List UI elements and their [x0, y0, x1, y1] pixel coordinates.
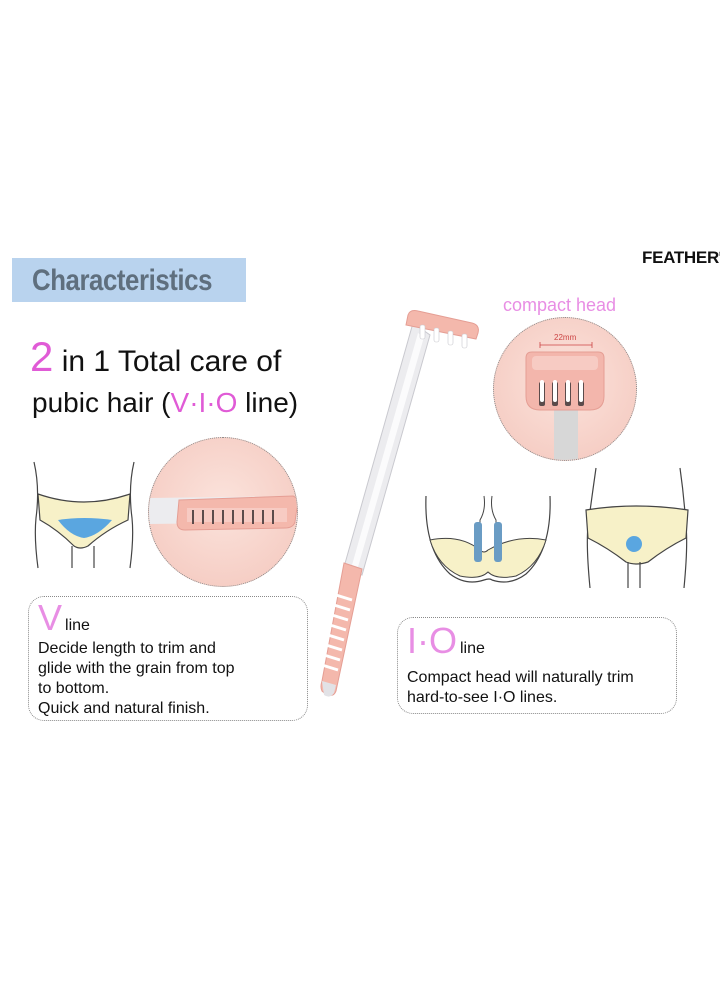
headline-line2: pubic hair (V·I·O line): [32, 387, 298, 419]
compact-head-zoom-circle: 22mm: [493, 317, 637, 461]
headline-rest: Total care of: [110, 345, 282, 378]
trimmer-tool-illustration: [320, 310, 479, 697]
v-line-text-1: Decide length to trim and: [38, 640, 216, 657]
headline-line2-end: line): [237, 387, 299, 418]
i-line-body-diagram: [425, 495, 551, 583]
headline-number: 2: [30, 333, 54, 380]
v-line-text-4: Quick and natural finish.: [38, 700, 210, 717]
section-title: Characteristics: [32, 264, 212, 297]
brand-logo: FEATHER®: [642, 248, 720, 268]
v-line-letter: V: [38, 597, 63, 638]
headline-vio: V·I·O: [170, 387, 238, 418]
headline-line2-start: pubic hair (: [32, 387, 171, 418]
v-line-zoom-circle: [148, 437, 298, 587]
v-line-text-2: glide with the grain from top: [38, 660, 235, 677]
o-line-body-diagram: [585, 467, 689, 589]
io-line-suffix: line: [460, 640, 485, 657]
v-line-text-3: to bottom.: [38, 680, 110, 697]
io-line-description: Compact head will naturally trim hard-to…: [407, 668, 673, 708]
headline-one: 1: [93, 345, 111, 378]
headline-in: in: [53, 345, 94, 378]
brand-name: FEATHER: [642, 248, 719, 267]
io-line-letter: I·O: [407, 620, 457, 661]
headline-line1: 2 in 1 Total care of: [30, 333, 281, 381]
compact-head-label: compact head: [503, 295, 617, 315]
io-line-text-2: hard-to-see I·O lines.: [407, 689, 558, 706]
v-line-description: Decide length to trim and glide with the…: [38, 639, 304, 719]
registered-mark: ®: [719, 251, 720, 258]
v-line-body-diagram: [33, 461, 135, 569]
compact-head-illustration: [525, 342, 605, 460]
io-line-text-1: Compact head will naturally trim: [407, 669, 634, 686]
section-title-banner: Characteristics: [12, 258, 246, 302]
compact-head-dimension: 22mm: [554, 333, 577, 342]
v-line-comb-illustration: [149, 495, 297, 531]
v-line-suffix: line: [65, 617, 90, 634]
